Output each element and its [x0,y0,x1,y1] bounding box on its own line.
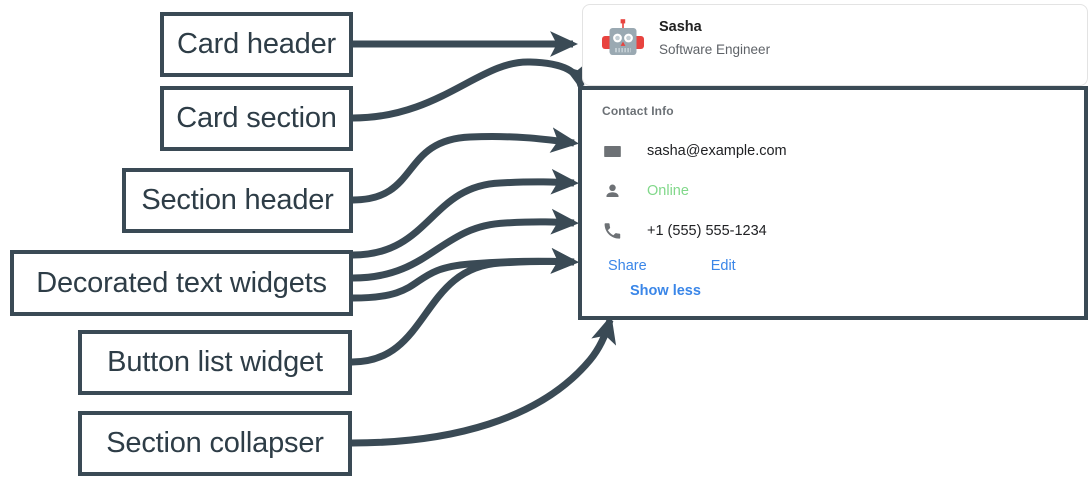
arrow-decorated-text-2 [352,208,580,282]
email-icon [602,141,622,161]
callout-section-collapser-label: Section collapser [106,427,324,459]
callout-card-section: Card section [160,86,353,151]
contact-card: Sasha Software Engineer [582,4,1088,86]
person-role: Software Engineer [659,42,771,58]
callout-section-header: Section header [122,168,353,233]
decorated-text-row-status: Online [602,171,1084,211]
person-name: Sasha [659,19,702,36]
decorated-text-row-phone: +1 (555) 555-1234 [602,211,1084,251]
email-value: sasha@example.com [647,143,787,159]
callout-decorated-text-widgets: Decorated text widgets [10,250,353,316]
arrow-card-section [352,58,589,122]
arrow-section-header [352,127,580,204]
status-value: Online [647,183,689,199]
share-button[interactable]: Share [600,255,655,277]
phone-value: +1 (555) 555-1234 [647,223,767,239]
phone-icon [602,221,622,241]
card-header-text: Sasha Software Engineer [659,17,770,60]
callout-section-collapser: Section collapser [78,411,352,476]
arrow-section-collapser [351,315,617,447]
card-section-content: Contact Info sasha@example.com Online [582,90,1084,300]
callout-button-list-widget-label: Button list widget [107,346,323,378]
decorated-text-row-email: sasha@example.com [602,131,1084,171]
card-header: Sasha Software Engineer [583,5,1087,61]
card-section: Contact Info sasha@example.com Online [578,86,1088,320]
arrow-decorated-text-1 [352,168,580,259]
callout-decorated-text-widgets-label: Decorated text widgets [36,266,327,299]
section-header: Contact Info [602,104,674,118]
callout-card-header: Card header [160,12,353,77]
arrow-button-list [351,247,580,366]
callout-card-header-label: Card header [176,28,336,60]
button-list-widget: Share Edit [600,255,1084,277]
edit-button[interactable]: Edit [703,255,744,277]
person-icon [602,181,622,201]
section-collapser-button[interactable]: Show less [630,283,701,299]
callout-button-list-widget: Button list widget [78,330,352,395]
callout-card-section-label: Card section [176,102,337,134]
callout-section-header-label: Section header [141,184,334,216]
arrow-decorated-text-3 [352,248,580,302]
robot-avatar-icon [601,17,645,61]
